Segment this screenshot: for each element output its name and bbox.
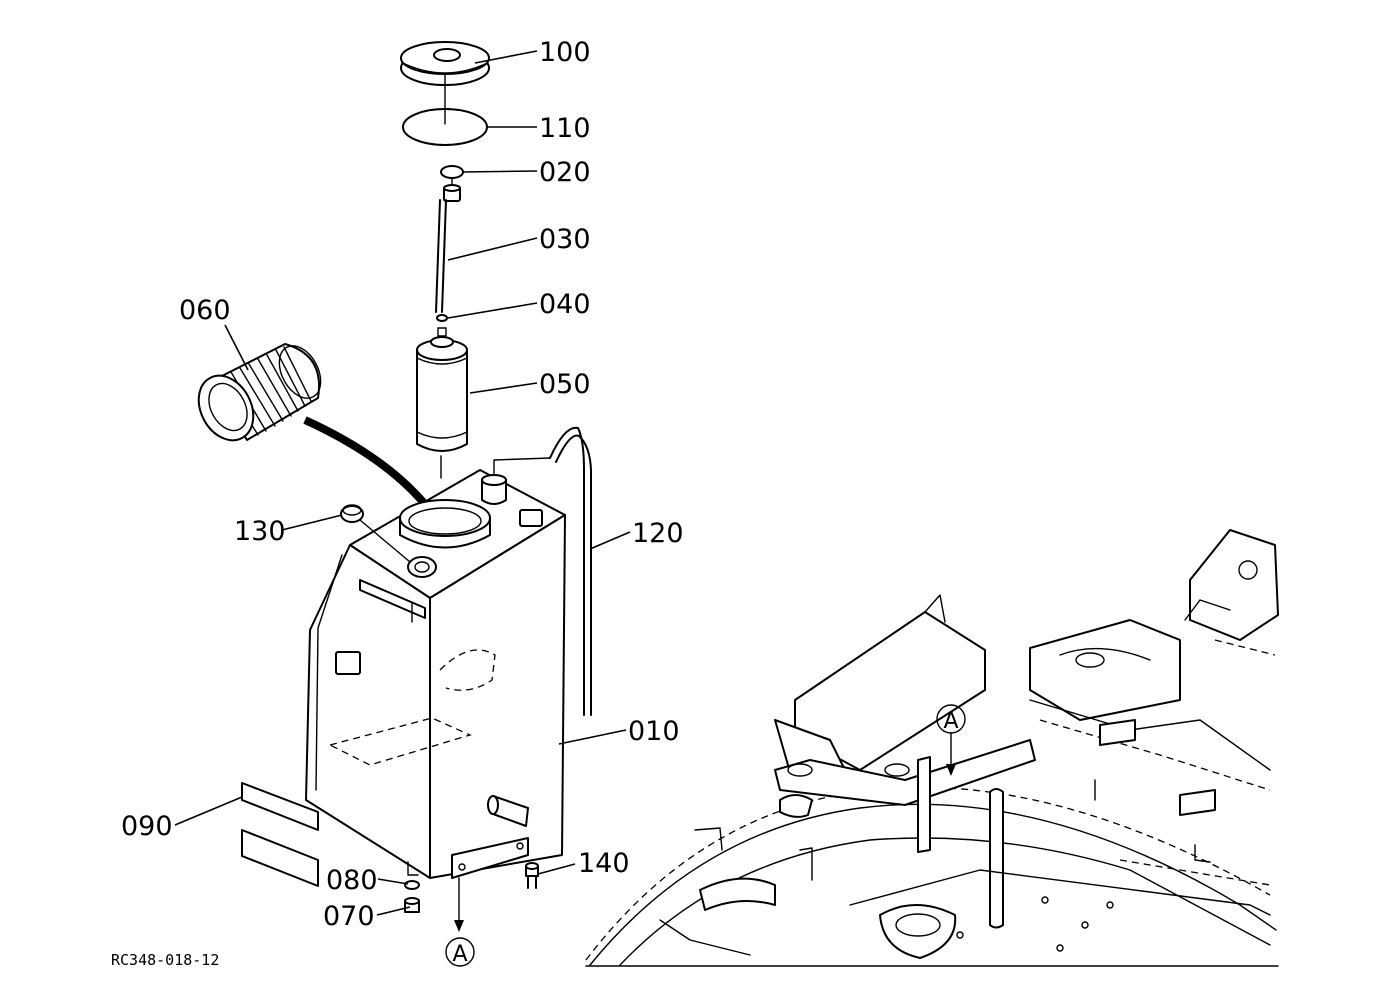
rod-030[interactable]: [435, 184, 461, 313]
part-label-020[interactable]: 020: [539, 157, 591, 188]
part-label-080[interactable]: 080: [326, 865, 378, 896]
leader-line-090: [174, 796, 243, 826]
part-label-110[interactable]: 110: [539, 113, 591, 144]
leader-line-030: [447, 237, 538, 261]
o-ring-020[interactable]: [440, 165, 464, 188]
leader-line-050: [469, 382, 538, 394]
part-label-100[interactable]: 100: [539, 37, 591, 68]
part-label-070[interactable]: 070: [323, 901, 375, 932]
part-label-090[interactable]: 090: [121, 811, 173, 842]
hose-120[interactable]: [549, 426, 592, 716]
leader-line-020: [461, 170, 538, 173]
part-label-140[interactable]: 140: [578, 848, 630, 879]
part-label-050[interactable]: 050: [539, 369, 591, 400]
bolt-140[interactable]: [525, 862, 539, 889]
part-label-060[interactable]: 060: [179, 295, 231, 326]
part-labels: 100 110 020 030 040 050 060 130 120 010 090 080 070 1…: [121, 37, 684, 932]
pad-090[interactable]: [241, 782, 319, 887]
leader-line-010: [558, 729, 627, 745]
view-arrow-a: [454, 877, 464, 932]
plug-070[interactable]: [404, 897, 420, 913]
plug-130[interactable]: [340, 504, 411, 563]
filter-element-050[interactable]: [416, 336, 468, 479]
leader-line-100: [474, 50, 538, 64]
leader-line-130: [281, 514, 343, 531]
leader-line-070: [376, 906, 411, 916]
part-label-040[interactable]: 040: [539, 289, 591, 320]
leader-line-080: [377, 878, 409, 885]
washer-040[interactable]: [436, 314, 448, 337]
machine-frame: A: [585, 529, 1279, 967]
part-label-030[interactable]: 030: [539, 224, 591, 255]
leader-line-060: [224, 324, 249, 371]
drawing-reference: RC348-018-12: [111, 951, 219, 969]
return-filter-060[interactable]: [188, 339, 329, 450]
svg-text:A: A: [452, 942, 467, 967]
leader-line-140: [537, 863, 576, 875]
leader-line-120: [589, 531, 631, 550]
part-label-010[interactable]: 010: [628, 716, 680, 747]
part-label-130[interactable]: 130: [234, 516, 286, 547]
view-marker-a: A: [445, 937, 475, 967]
part-label-120[interactable]: 120: [632, 518, 684, 549]
leader-line-040: [447, 302, 538, 319]
washer-080[interactable]: [404, 880, 420, 890]
filler-cap-100[interactable]: [400, 41, 490, 125]
hydraulic-tank-010[interactable]: [305, 457, 566, 879]
svg-text:A: A: [943, 709, 958, 734]
